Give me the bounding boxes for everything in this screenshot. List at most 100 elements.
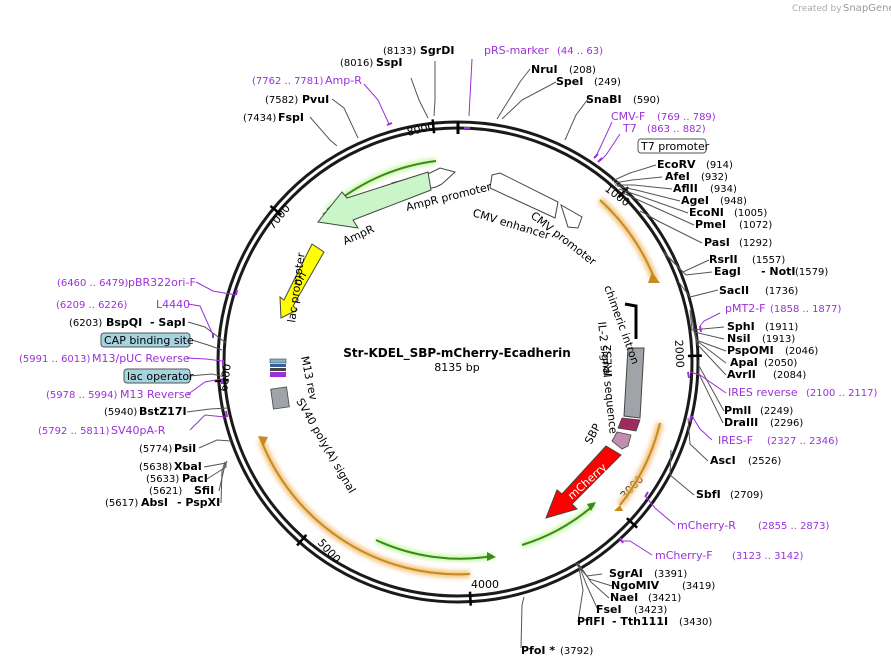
- primer-range: (5792 .. 5811): [38, 426, 110, 437]
- site-name: RsrII: [709, 253, 738, 266]
- site-pasi[interactable]: (1292)PasI: [704, 236, 772, 249]
- tick-line: [617, 186, 630, 199]
- site-naei[interactable]: (3421)NaeI: [610, 591, 681, 604]
- site-pspomi[interactable]: (2046)PspOMI: [727, 344, 818, 357]
- site-sacii[interactable]: (1736)SacII: [719, 284, 798, 297]
- cap-site-label: CAP binding site: [104, 334, 194, 347]
- site-apai[interactable]: (2050)ApaI: [730, 356, 797, 369]
- tick-line: [468, 591, 472, 606]
- primer-ires-f[interactable]: IRES-F(2327 .. 2346): [718, 434, 839, 447]
- site-name: NaeI: [610, 591, 638, 604]
- site-tth111i[interactable]: (3430)- Tth111I: [612, 615, 712, 628]
- primer-prs-marker[interactable]: pRS-marker(44 .. 63): [484, 44, 603, 57]
- tick-line: [431, 119, 436, 134]
- primer-name: M13 Reverse: [120, 388, 191, 401]
- site-name: PspOMI: [727, 344, 774, 357]
- cap-site-box[interactable]: CAP binding site: [100, 332, 194, 348]
- site-nrui[interactable]: (208)NruI: [531, 63, 596, 76]
- site-econi[interactable]: (1005)EcoNI: [689, 206, 767, 219]
- primer-range: (7762 .. 7781): [252, 76, 324, 87]
- primer-mcherry-r[interactable]: mCherry-R(2855 .. 2873): [677, 519, 830, 532]
- primer-m13-reverse[interactable]: M13 Reverse(5978 .. 5994): [46, 388, 191, 401]
- site-name: - NotI: [761, 265, 796, 278]
- site-name: PsiI: [174, 442, 196, 455]
- site-name: FspI: [278, 111, 304, 124]
- tick-line: [296, 534, 308, 547]
- site-sbfi[interactable]: (2709)SbfI: [696, 488, 763, 501]
- site-position: (934): [710, 184, 737, 195]
- primer-l4440[interactable]: L4440(6209 .. 6226): [56, 298, 190, 311]
- primer-name: IRES reverse: [728, 386, 798, 399]
- primer-sv40pa-r[interactable]: SV40pA-R(5792 .. 5811): [38, 424, 166, 437]
- site-pmei[interactable]: (1072)PmeI: [695, 218, 772, 231]
- site-sfii[interactable]: (5621)SfiI: [149, 484, 214, 497]
- site-fsei[interactable]: (3423)FseI: [596, 603, 667, 616]
- primer-ires-reverse[interactable]: IRES reverse(2100 .. 2117): [728, 386, 878, 399]
- site-sgrdi[interactable]: (8133)SgrDI: [383, 44, 454, 57]
- site-sapi[interactable]: - SapI: [150, 316, 186, 329]
- label-ires2: IRES2: [601, 344, 615, 376]
- primer-cmv-f[interactable]: CMV-F(769 .. 789): [611, 110, 716, 123]
- tick-label: 6000: [217, 363, 234, 393]
- site-name: AgeI: [681, 194, 709, 207]
- site-noti[interactable]: (1579)- NotI: [761, 265, 828, 278]
- primer-name: T7: [622, 122, 637, 135]
- site-name: DraIII: [724, 416, 758, 429]
- site-psii[interactable]: (5774)PsiI: [139, 442, 196, 455]
- primer-range: (863 .. 882): [647, 124, 706, 135]
- site-eagi[interactable]: EagI: [714, 265, 741, 278]
- feature-cmv-enhancer: [489, 172, 559, 219]
- primer-pbr322ori-f[interactable]: pBR322ori-F(6460 .. 6479): [57, 276, 196, 289]
- site-position: (8133): [383, 46, 416, 57]
- site-sgrai[interactable]: (3391)SgrAI: [609, 567, 687, 580]
- site-aflii[interactable]: (934) AflII: [673, 182, 737, 195]
- site-ecorv[interactable]: (914)EcoRV: [657, 158, 733, 171]
- site-position: (5621): [149, 486, 182, 497]
- site-sphi[interactable]: (1911)SphI: [727, 320, 798, 333]
- site-bspqi[interactable]: (6203)BspQI: [69, 316, 142, 329]
- site-ngomiv[interactable]: (3419)NgoMIV: [611, 579, 715, 592]
- site-name: EcoNI: [689, 206, 724, 219]
- site-position: (208): [569, 65, 596, 76]
- site-draiii[interactable]: (2296)DraIII: [724, 416, 803, 429]
- tick-label: 2000: [672, 339, 686, 368]
- site-position: (5617): [105, 498, 138, 509]
- site-nsii[interactable]: (1913)NsiI: [727, 332, 795, 345]
- primer-amp-r[interactable]: Amp-R(7762 .. 7781): [252, 74, 362, 87]
- site-xbai[interactable]: (5638)XbaI: [139, 460, 202, 473]
- site-position: (7434): [243, 113, 276, 124]
- site-position: (1736): [765, 286, 798, 297]
- site-asci[interactable]: (2526)AscI: [710, 454, 781, 467]
- site-pspxi[interactable]: - PspXI: [177, 496, 220, 509]
- lac-operator-box[interactable]: lac operator: [123, 368, 194, 384]
- primer-name: mCherry-R: [677, 519, 736, 532]
- t7-promoter-box[interactable]: T7 promoter: [637, 138, 710, 154]
- site-spei[interactable]: (249)SpeI: [556, 75, 621, 88]
- site-paci[interactable]: (5633)PacI: [146, 472, 208, 485]
- primer-m13-puc-reverse[interactable]: M13/pUC Reverse(5991 .. 6013): [19, 352, 190, 365]
- site-pflfi[interactable]: PflFI: [577, 615, 605, 628]
- site-bstz17i[interactable]: (5940)BstZ17I: [104, 405, 187, 418]
- site-sspi[interactable]: (8016)SspI: [340, 56, 402, 69]
- site-snabi[interactable]: (590)SnaBI: [586, 93, 660, 106]
- site-position: (932): [701, 172, 728, 183]
- site-fspi[interactable]: (7434)FspI: [243, 111, 304, 124]
- site-position: (1072): [739, 220, 772, 231]
- site-pfoi[interactable]: (3792)PfoI *: [521, 644, 593, 657]
- label-ori: ori: [291, 270, 309, 289]
- site-pmli[interactable]: (2249)PmlI: [724, 404, 793, 417]
- primer-pmt2-f[interactable]: pMT2-F(1858 .. 1877): [725, 302, 842, 315]
- site-position: (2526): [748, 456, 781, 467]
- site-rsrii[interactable]: (1557)RsrII: [709, 253, 785, 266]
- primer-mcherry-f[interactable]: mCherry-F(3123 .. 3142): [655, 549, 804, 562]
- site-agei[interactable]: (948) AgeI: [681, 194, 747, 207]
- feature-lac-marks: [269, 358, 290, 410]
- primer-t7[interactable]: T7 (863 .. 882): [622, 122, 706, 135]
- site-absi[interactable]: (5617)AbsI: [105, 496, 168, 509]
- site-pvui[interactable]: (7582)PvuI: [265, 93, 329, 106]
- site-afei[interactable]: (932)AfeI: [665, 170, 728, 183]
- site-name: AflII: [673, 182, 698, 195]
- site-avrii[interactable]: (2084)AvrII: [727, 368, 806, 381]
- site-position: (948): [720, 196, 747, 207]
